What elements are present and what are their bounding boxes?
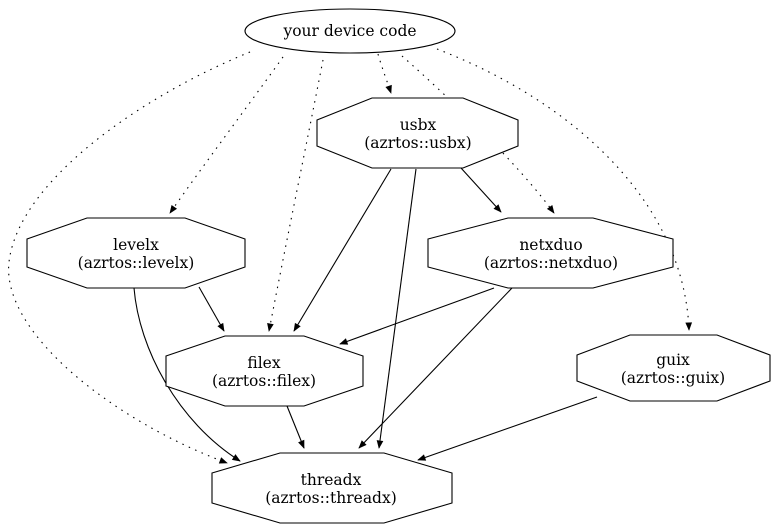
edge-filex-threadx (286, 405, 305, 449)
node-guix-shape (576, 334, 771, 402)
node-threadx-label: threadx (301, 471, 362, 489)
node-filex: filex (azrtos::filex) (165, 335, 364, 407)
node-filex-shape (165, 335, 364, 407)
node-device: your device code (244, 8, 456, 54)
node-netxduo: netxduo (azrtos::netxduo) (427, 217, 674, 289)
node-netxduo-sublabel: (azrtos::netxduo) (484, 254, 618, 272)
node-threadx: threadx (azrtos::threadx) (211, 452, 453, 524)
node-guix: guix (azrtos::guix) (576, 334, 771, 402)
node-levelx-shape (26, 217, 246, 289)
node-usbx: usbx (azrtos::usbx) (316, 97, 519, 169)
node-guix-label: guix (656, 351, 690, 369)
node-levelx-label: levelx (113, 236, 159, 254)
node-usbx-sublabel: (azrtos::usbx) (364, 134, 471, 152)
edge-device-filex (267, 59, 324, 332)
node-device-shape (244, 8, 456, 54)
edge-device-usbx (377, 53, 392, 94)
edge-levelx-filex (198, 286, 225, 332)
node-levelx-sublabel: (azrtos::levelx) (78, 254, 195, 272)
node-levelx: levelx (azrtos::levelx) (26, 217, 246, 289)
edge-device-threadx (8, 51, 251, 464)
node-netxduo-label: netxduo (519, 236, 582, 254)
edge-device-levelx (169, 56, 284, 214)
edge-guix-threadx (417, 396, 598, 461)
node-guix-sublabel: (azrtos::guix) (621, 369, 725, 387)
node-netxduo-shape (427, 217, 674, 289)
node-usbx-shape (316, 97, 519, 169)
node-threadx-shape (211, 452, 453, 524)
node-filex-sublabel: (azrtos::filex) (212, 372, 316, 390)
edge-usbx-filex (293, 168, 392, 332)
node-device-label: your device code (282, 22, 416, 40)
edge-usbx-netxduo (460, 167, 502, 213)
edge-netxduo-filex (339, 287, 495, 345)
node-threadx-sublabel: (azrtos::threadx) (265, 489, 397, 507)
edge-usbx-threadx (376, 168, 417, 449)
node-usbx-label: usbx (400, 116, 437, 134)
node-filex-label: filex (247, 354, 280, 372)
edge-netxduo-threadx (358, 287, 513, 449)
